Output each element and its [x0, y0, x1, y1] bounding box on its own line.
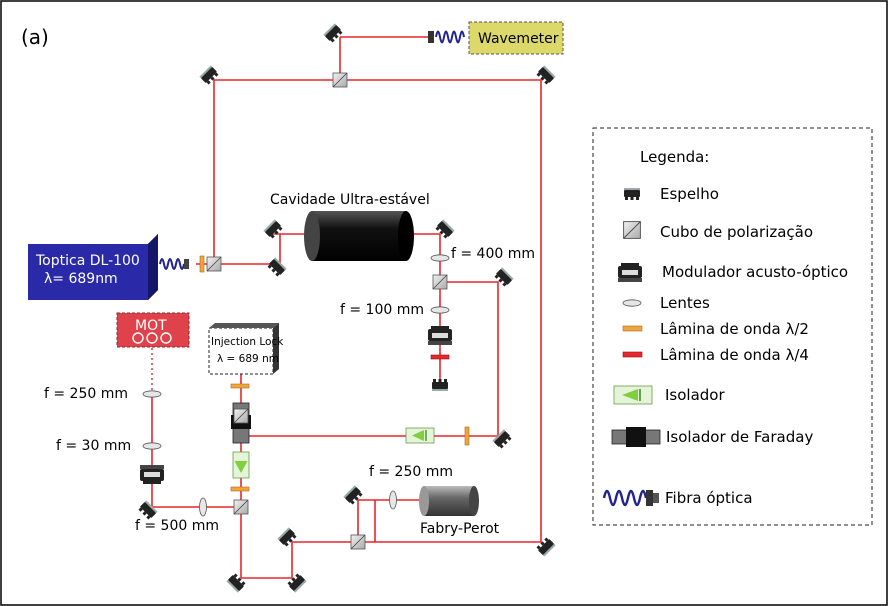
half-wave-plate-icon [464, 426, 470, 446]
quarter-wave-plate-icon [430, 354, 450, 360]
quarter-wave-plate-icon [622, 351, 643, 358]
faraday-isolator-icon [611, 427, 661, 447]
legend-item-label: Isolador de Faraday [666, 428, 813, 446]
laser-fiber-icon [159, 258, 185, 270]
half-wave-plate-icon [199, 255, 205, 273]
lens-icon [199, 497, 207, 517]
lens-icon [142, 442, 162, 450]
half-wave-plate-icon [230, 383, 250, 389]
focal-250-fp-label: f = 250 mm [369, 464, 453, 480]
cavity-label: Cavidade Ultra-estável [270, 192, 430, 208]
fiber-connector-icon [184, 259, 189, 269]
mirror-icon [140, 465, 164, 484]
ultra-stable-cavity [304, 211, 414, 261]
laser-name: Toptica DL-100 [35, 253, 140, 269]
focal-100-label: f = 100 mm [340, 302, 424, 318]
optical-fiber-icon [602, 489, 648, 507]
fiber-connector-icon [653, 493, 659, 503]
panel-label: (a) [21, 25, 49, 49]
legend-title: Legenda: [640, 148, 709, 166]
focal-250-left-label: f = 250 mm [44, 386, 128, 402]
mirror-icon [624, 188, 640, 200]
legend-item-label: Fibra óptica [665, 489, 753, 507]
isolator-icon [405, 427, 435, 444]
lens-icon [430, 306, 450, 314]
toptica-laser: Toptica DL-100 λ= 689nm [28, 234, 158, 300]
legend-item-label: Cubo de polarização [660, 223, 813, 241]
lens-icon [389, 490, 397, 510]
legend-item-label: Modulador acusto-óptico [662, 263, 848, 281]
wavemeter-box: Wavemeter [468, 21, 564, 55]
polarizing-cube-icon [350, 534, 366, 550]
injection-lock-wavelength: λ = 689 nm [217, 353, 279, 365]
injection-lock-laser: Injection Lock λ = 689 nm [208, 323, 284, 375]
lens-icon [622, 299, 642, 307]
polarizing-cube-icon [206, 256, 222, 272]
wavemeter-label: Wavemeter [478, 31, 559, 47]
injection-lock-name: Injection Lock [211, 336, 284, 348]
focal-400-label: f = 400 mm [451, 246, 535, 262]
mirror-icon [432, 379, 448, 391]
isolator-icon [232, 451, 250, 479]
laser-wavelength: λ= 689nm [44, 271, 118, 287]
legend-item-label: Lâmina de onda λ/2 [660, 320, 809, 338]
fabry-perot-label: Fabry-Perot [420, 521, 500, 537]
legend-item-label: Isolador [665, 386, 725, 404]
focal-30-label: f = 30 mm [56, 438, 131, 454]
legend-item-label: Espelho [660, 185, 719, 203]
lens-icon [430, 254, 450, 262]
wavemeter-fiber-icon [435, 30, 465, 44]
mot-label: MOT [135, 318, 167, 334]
fiber-connector-icon [646, 490, 653, 506]
polarizing-cube-icon [623, 221, 641, 239]
polarizing-cube-icon [233, 499, 249, 515]
fabry-perot-cavity [419, 486, 479, 516]
fiber-connector-icon [428, 31, 434, 43]
half-wave-plate-icon [230, 486, 250, 492]
legend-item-label: Lâmina de onda λ/4 [660, 346, 809, 364]
polarizing-cube-icon [432, 274, 448, 290]
focal-500-label: f = 500 mm [135, 518, 219, 534]
aom-icon [618, 263, 642, 282]
isolator-icon [613, 385, 653, 405]
mot-chamber: MOT [116, 312, 190, 348]
half-wave-plate-icon [622, 325, 643, 332]
legend-item-label: Lentes [660, 294, 710, 312]
lens-icon [142, 390, 162, 398]
aom-icon [428, 326, 452, 345]
polarizing-cube-icon [332, 72, 348, 88]
polarizing-cube-icon [233, 408, 249, 424]
